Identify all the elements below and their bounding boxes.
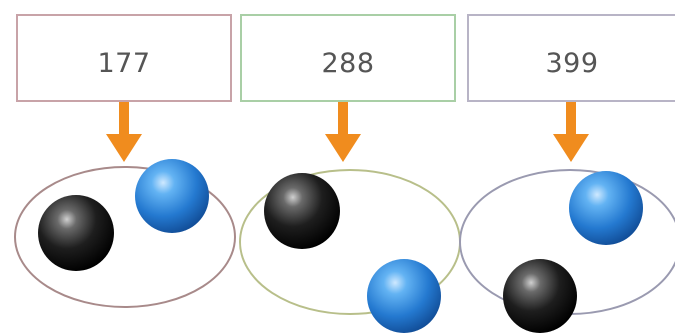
black-sphere-icon	[264, 173, 340, 249]
black-sphere-icon	[503, 259, 577, 333]
down-arrow-icon	[106, 102, 142, 162]
label-number: 399	[545, 47, 599, 79]
label-box-177: 177	[16, 14, 232, 102]
label-box-399: 399	[467, 14, 675, 102]
down-arrow-icon	[553, 102, 589, 162]
label-number: 288	[321, 47, 375, 79]
blue-sphere-icon	[569, 171, 643, 245]
blue-sphere-icon	[367, 259, 441, 333]
label-box-288: 288	[240, 14, 456, 102]
group-ellipse-177	[14, 166, 236, 308]
black-sphere-icon	[38, 195, 114, 271]
down-arrow-icon	[325, 102, 361, 162]
blue-sphere-icon	[135, 159, 209, 233]
label-number: 177	[97, 47, 151, 79]
